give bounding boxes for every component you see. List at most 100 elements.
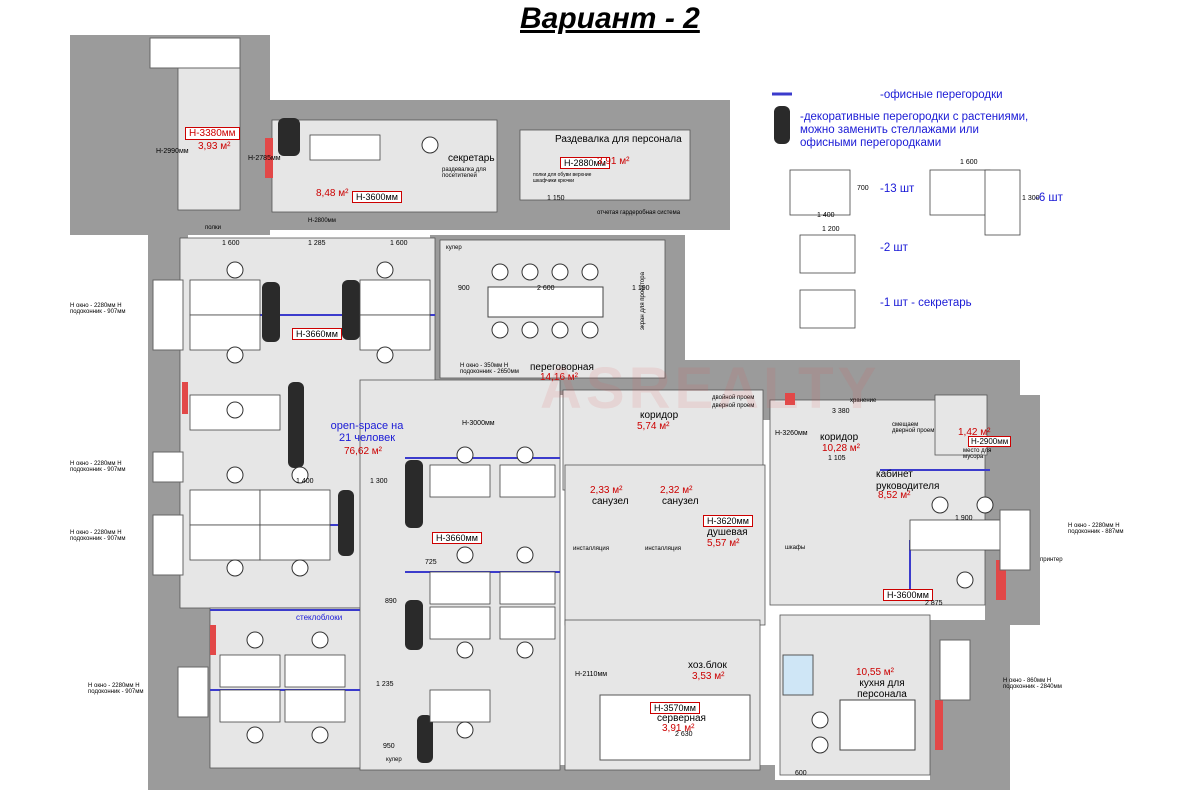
trash-label: место для мусора [963,448,992,460]
legend-desk-corner: -6 шт [1035,192,1063,204]
dim-1600b: 1 600 [390,240,408,247]
wc1-name: санузел [592,496,629,507]
dim-890: 890 [385,598,397,605]
visitors-wardrobe: раздевалка для посетителей [442,167,487,179]
printer-label: принтер [1040,557,1063,563]
wc1-area: 2,33 м² [590,485,623,496]
legend-dim-1400: 1 400 [817,212,835,219]
server-area: 3,91 м² [662,723,695,734]
shower-name: душевая [707,527,748,538]
window-note-2: Н окно - 2280мм Н подоконник - 907мм [70,461,126,473]
watermark: ASREALTY [540,356,881,421]
legend-desk-single: -13 шт [880,183,915,195]
window-note-5: Н окно - 2280мм Н подоконник - 887мм [1068,523,1124,535]
office-height: Н-3600мм [883,589,933,601]
lobby-area: 1,42 м² [958,427,991,438]
wardrobe-title: Раздевалка для персонала [555,134,682,145]
dim-900: 900 [458,285,470,292]
glassblocks-label: стеклоблоки [296,613,343,622]
dim-1900: 1 900 [955,515,973,522]
cooler-label-2: кулер [386,757,402,763]
shower-area: 5,57 м² [707,538,740,549]
dim-1105: 1 105 [828,455,846,462]
openspace-name: open-space на 21 человек [330,420,404,444]
legend-decorative-label: -декоративные перегородки с растениями, … [800,111,1029,149]
storage-area: 3,53 м² [692,671,725,682]
meeting-table [487,286,604,318]
reception-h2: Н-3600мм [352,191,402,203]
openspace-height3: Н-3000мм [462,420,495,427]
small-storage: хранение [850,398,877,404]
wardrobe-height: Н-2880мм [560,157,610,169]
reception-height: Н-2785мм [248,155,281,162]
dim-3380: 3 380 [832,408,850,415]
openspace-height: Н-3660мм [292,328,342,340]
dim-1400a: 1 400 [296,478,314,485]
legend-dim-1300: 1 300 [1022,195,1040,202]
office-area: 8,52 м² [878,490,911,501]
dim-725: 725 [425,559,437,566]
shift-door-label: смещаем дверной проем [892,422,935,434]
window-note-6: Н окно - 860мм Н подоконник - 2840мм [1003,678,1062,690]
storage-height: Н-2110мм [575,671,608,678]
reception-area: 8,48 м² [316,188,349,199]
shower-height: Н-3620мм [703,515,753,527]
lobby-height: Н-2900мм [968,436,1012,447]
installation2: инсталляция [645,546,681,552]
h2800-label: Н-2800мм [308,218,336,224]
wc2-name: санузел [662,496,699,507]
dim-1235: 1 235 [376,681,394,688]
corridor1-name: коридор [640,410,679,421]
server-name: серверная [657,713,706,724]
legend-dim-1600: 1 600 [960,159,978,166]
dim-1600a: 1 600 [222,240,240,247]
dim-1285: 1 285 [308,240,326,247]
cooler-label: кулер [446,245,462,251]
tambour-height: Н-3380мм [185,127,240,140]
meeting-area: 14,16 м² [540,372,579,383]
legend-desk-secretary: -1 шт - секретарь [880,297,972,309]
kitchen-area: 10,55 м² [856,667,895,678]
tambour-area: 3,93 м² [198,141,231,152]
racks-label: шкафы [785,545,806,551]
wc2-area: 2,32 м² [660,485,693,496]
legend-partition-label: -офисные перегородки [880,89,1003,101]
office-name: кабинет руководителя [876,469,940,492]
wardrobe-system: отчетая гардеробная система [597,210,681,216]
window-note-4: Н окно - 2280мм Н подоконник - 907мм [88,683,144,695]
doorway-label: дверной проем [712,403,755,409]
secretary-label: секретарь [448,153,495,164]
meeting-name: переговорная [530,362,594,373]
server-height: Н-3570мм [650,702,700,714]
desks [189,134,1021,723]
corridor1-area: 5,74 м² [637,421,670,432]
dim-1150: 1 150 [547,195,565,202]
dim-1300: 1 300 [370,478,388,485]
legend-desk-small: -2 шт [880,242,908,254]
shoe-shelves: полки для обуви верхние шкафчики крючки [533,172,592,184]
plant-partitions [262,106,790,763]
dim-1190: 1 190 [632,285,650,292]
kitchen-name: кухня для персонала [857,678,907,700]
window-note-3: Н окно - 2280мм Н подоконник - 907мм [70,530,126,542]
corridor2-name: коридор [820,432,859,443]
plan-title: Вариант - 2 [520,2,700,35]
dim-2875: 2 875 [925,600,943,607]
tambour-h2: Н-2990мм [156,148,189,155]
meeting-window: Н окно - 350мм Н подоконник - 2650мм [460,363,519,375]
dim-2600: 2 600 [537,285,555,292]
kitchen-sink [782,654,814,696]
openspace-height2: Н-3660мм [432,532,482,544]
dim-600: 600 [795,770,807,777]
double-doorway: двойной проем [712,395,755,401]
corridor2-height: Н-3260мм [775,430,808,437]
kitchen-table [839,699,916,751]
window-note-1: Н окно - 2280мм Н подоконник - 907мм [70,303,126,315]
shelves-label: полки [205,225,221,231]
legend-dim-700: 700 [857,185,869,192]
storage-name: хоз.блок [688,660,727,671]
dim-2630: 2 630 [675,731,693,738]
screen-label: экран для проектора [640,272,646,330]
wardrobe-area: 3,91 м² [597,156,630,167]
